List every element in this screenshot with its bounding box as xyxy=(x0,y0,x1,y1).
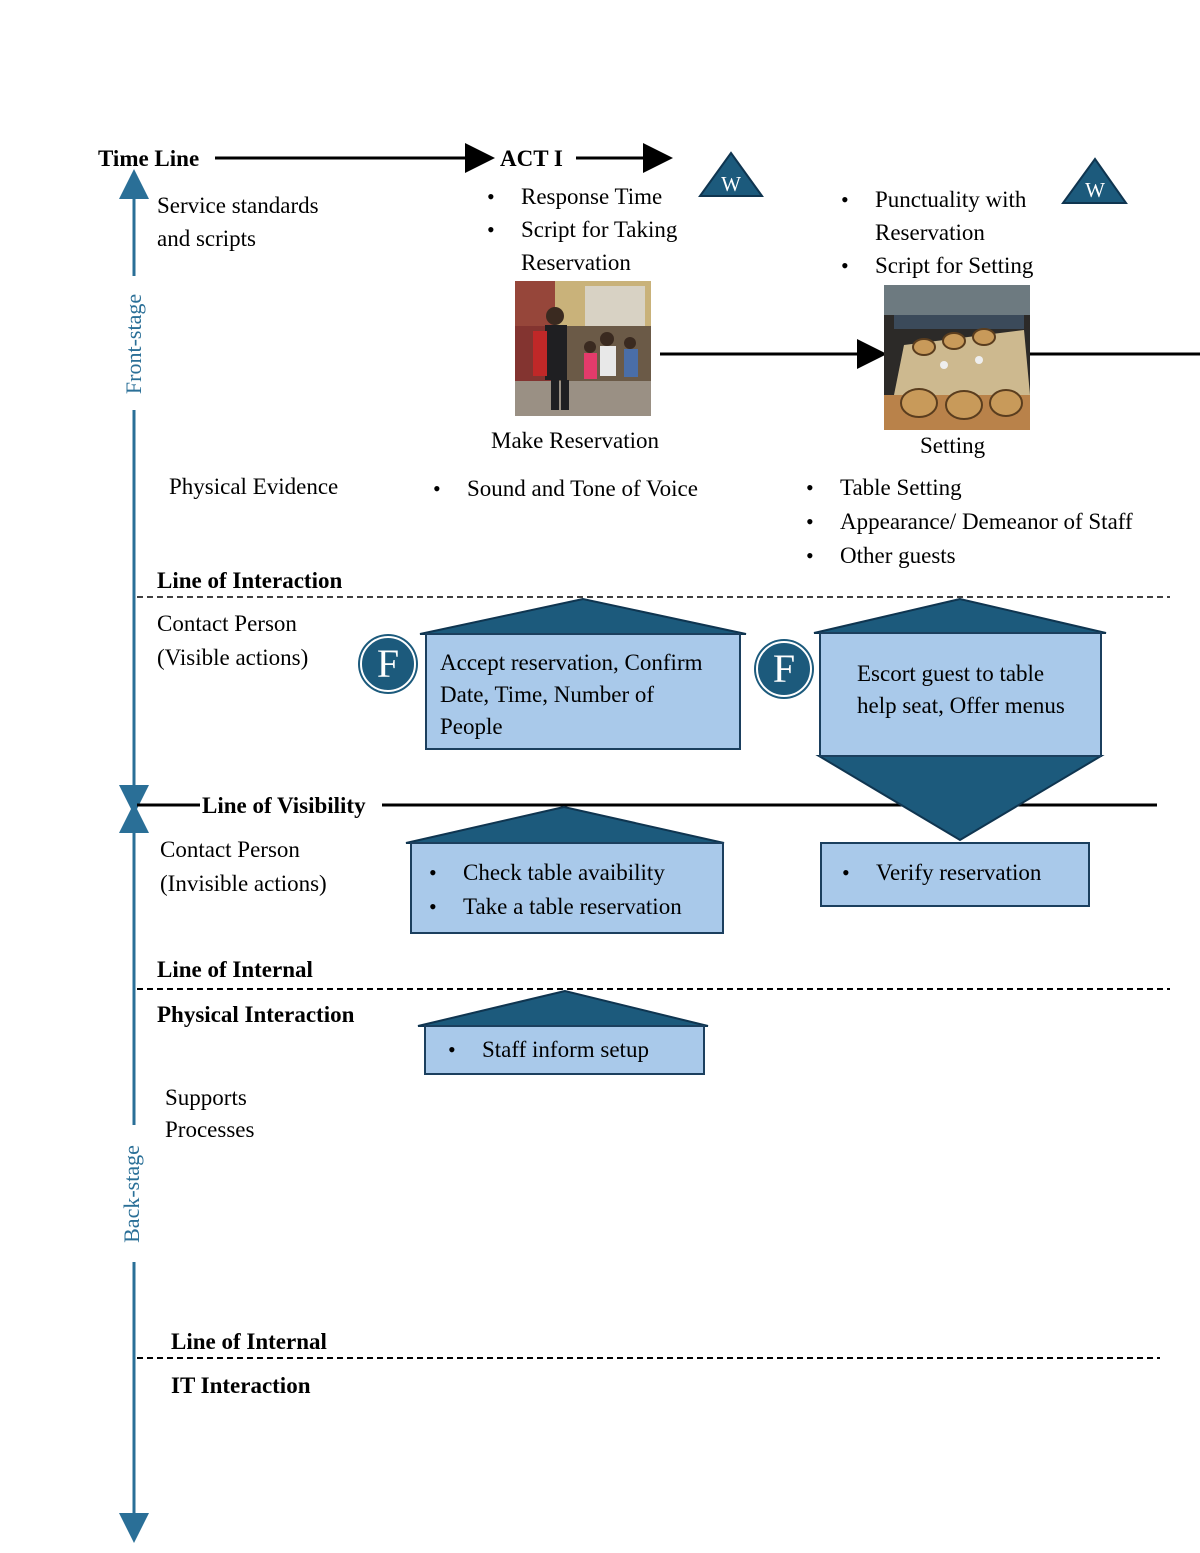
visible-action-box-1: Accept reservation, Confirm Date, Time, … xyxy=(425,633,741,750)
list-item: Sound and Tone of Voice xyxy=(431,472,698,506)
list-item: Script for Taking xyxy=(485,213,677,246)
contact-invisible-label-line2: (Invisible actions) xyxy=(160,871,327,896)
box-line: help seat, Offer menus xyxy=(857,693,1065,718)
roof-invisible-1 xyxy=(405,805,725,844)
timeline-label: Time Line xyxy=(98,146,200,171)
step2-standards-list: Punctuality with Reservation Script for … xyxy=(839,183,1033,282)
line-of-internal-label-2: Line of Internal xyxy=(171,1329,327,1354)
back-stage-label: Back-stage xyxy=(119,1145,144,1243)
step1-standards-list: Response Time Script for Taking Reservat… xyxy=(485,180,677,279)
w-marker-1: W xyxy=(721,172,741,196)
photo-caption-2: Setting xyxy=(920,433,986,458)
w-marker-triangle-1 xyxy=(698,151,764,197)
service-standards-label-line2: and scripts xyxy=(157,226,257,251)
step1-evidence-list: Sound and Tone of Voice xyxy=(431,472,698,506)
act-label: ACT I xyxy=(500,146,563,171)
contact-visible-label-line1: Contact Person xyxy=(157,611,297,636)
contact-visible-label-line2: (Visible actions) xyxy=(157,645,309,670)
list-item: Punctuality with xyxy=(839,183,1033,216)
f-marker-1: F xyxy=(360,636,416,692)
supports-label-line1: Supports xyxy=(165,1085,247,1110)
list-item: Script for Setting xyxy=(839,249,1033,282)
invisible-actions-list-2: Verify reservation xyxy=(840,856,1088,890)
physical-interaction-label: Physical Interaction xyxy=(157,1002,355,1027)
f-marker-2: F xyxy=(756,641,812,697)
box-line: Date, Time, Number of xyxy=(440,682,655,707)
list-item-continuation: Reservation xyxy=(875,220,985,245)
contact-invisible-label-line1: Contact Person xyxy=(160,837,300,862)
it-interaction-label: IT Interaction xyxy=(171,1373,311,1398)
visible-action-box-2: Escort guest to table help seat, Offer m… xyxy=(819,632,1102,757)
box-line: Accept reservation, Confirm xyxy=(440,650,703,675)
list-item: Staff inform setup xyxy=(446,1033,703,1067)
list-item: Other guests xyxy=(804,539,1133,573)
list-item: Table Setting xyxy=(804,471,1133,505)
list-item: Appearance/ Demeanor of Staff xyxy=(804,505,1133,539)
list-item-continuation: Reservation xyxy=(521,250,631,275)
list-item: Verify reservation xyxy=(840,856,1088,890)
photo-caption-1: Make Reservation xyxy=(491,428,659,453)
roof-visible-2 xyxy=(813,597,1107,634)
service-standards-label-line1: Service standards xyxy=(157,193,319,218)
line-of-visibility-label: Line of Visibility xyxy=(200,789,368,822)
invisible-action-box-2: Verify reservation xyxy=(820,842,1090,907)
line-of-internal-label-1: Line of Internal xyxy=(157,957,313,982)
invisible-actions-list-1: Check table avaibility Take a table rese… xyxy=(427,856,722,924)
step2-evidence-list: Table Setting Appearance/ Demeanor of St… xyxy=(804,471,1133,573)
w-marker-triangle-2 xyxy=(1061,157,1128,204)
line-of-interaction-label: Line of Interaction xyxy=(157,568,343,593)
roof-visible-1 xyxy=(419,597,747,635)
invisible-action-box-1: Check table avaibility Take a table rese… xyxy=(410,842,724,934)
box-line: People xyxy=(440,714,503,739)
list-item: Check table avaibility xyxy=(427,856,722,890)
roof-support-1 xyxy=(417,989,709,1027)
physical-evidence-label: Physical Evidence xyxy=(169,474,339,499)
setting-photo xyxy=(884,285,1030,430)
supports-label-line2: Processes xyxy=(165,1117,255,1142)
list-item: Take a table reservation xyxy=(427,890,722,924)
support-box-1: Staff inform setup xyxy=(424,1025,705,1075)
front-stage-label: Front-stage xyxy=(121,293,146,395)
box-line: Escort guest to table xyxy=(857,661,1045,686)
reservation-photo xyxy=(515,281,651,416)
support-list-1: Staff inform setup xyxy=(446,1033,703,1067)
list-item: Response Time xyxy=(485,180,677,213)
down-arrow-visible-2 xyxy=(815,755,1105,842)
w-marker-2: W xyxy=(1085,178,1105,202)
